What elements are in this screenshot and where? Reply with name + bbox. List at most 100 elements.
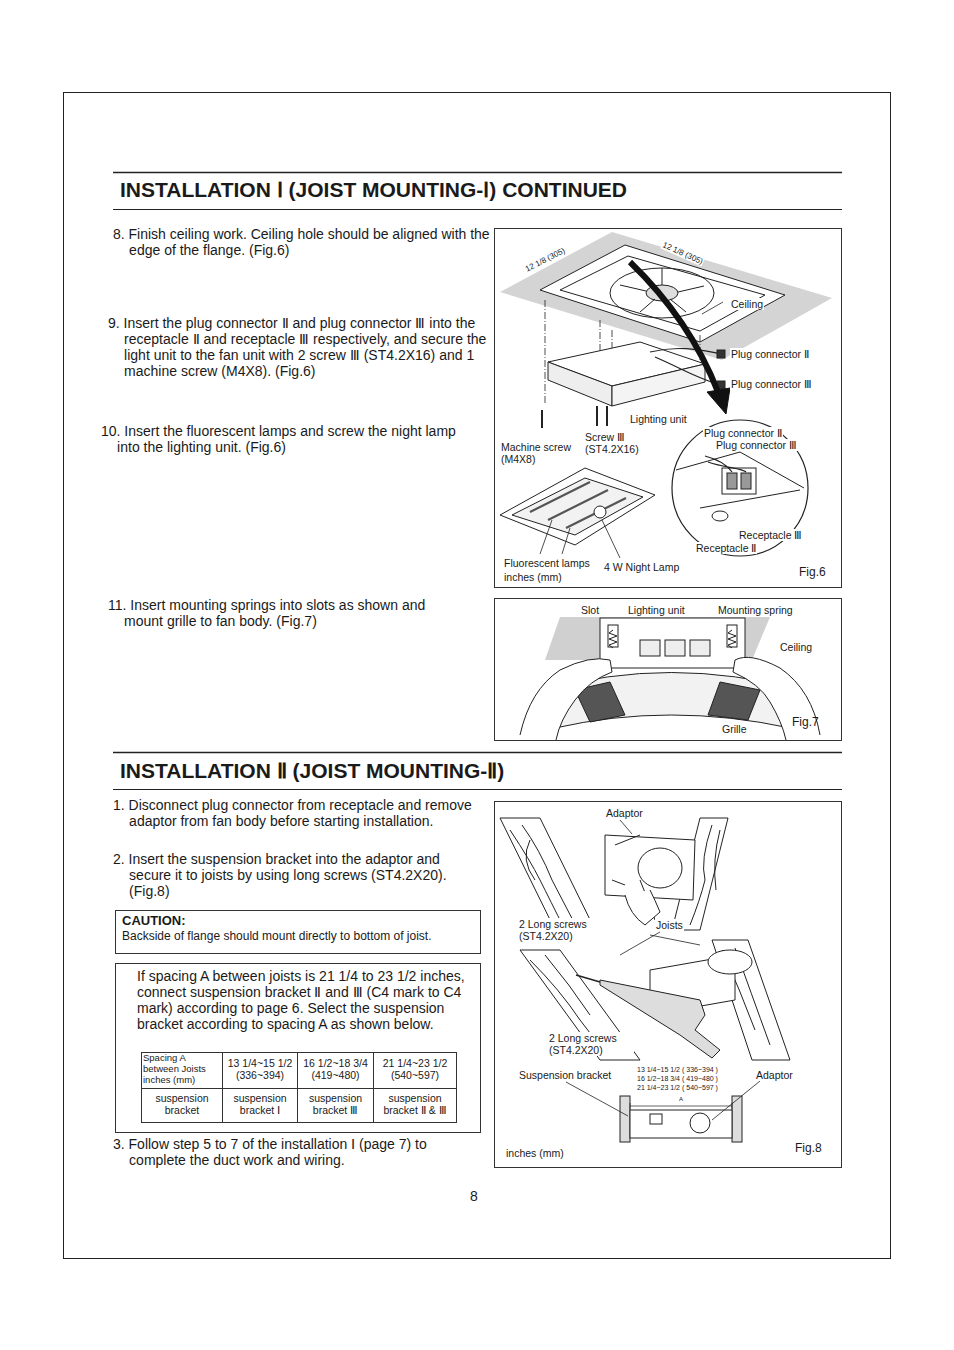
part-label: Adaptor [605, 807, 644, 819]
part-label: Fluorescent lamps [503, 557, 591, 569]
table-cell: 13 1/4~15 1/2 (336~394) [223, 1057, 297, 1081]
part-label: Adaptor [755, 1069, 794, 1081]
step-text: 10. Insert the fluorescent lamps and scr… [101, 423, 479, 455]
dimension-label: 13 1/4~15 1/2 ( 336~394 ) [636, 1066, 719, 1074]
part-label: Lighting unit [629, 413, 688, 425]
fig8-illustration-part [708, 950, 752, 974]
fig6-illustration-part [512, 478, 643, 535]
part-label: 2 Long screws (ST4.2X20) [518, 918, 604, 942]
part-label: Machine screw (M4X8) [500, 441, 582, 465]
page-frame [64, 93, 891, 1259]
note-text: Backside of flange should mount directly… [122, 930, 476, 944]
table-cell: suspension bracket Ⅱ & Ⅲ [374, 1092, 456, 1116]
fig6-illustration-part [594, 506, 606, 518]
part-label: Lighting unit [627, 604, 686, 616]
figure-panel: Fig.6 [494, 228, 842, 588]
table-cell: suspension bracket Ⅰ [223, 1092, 297, 1116]
part-label: 2 Long screws (ST4.2X20) [548, 1032, 634, 1056]
part-label: Suspension bracket [518, 1069, 612, 1081]
part-label: 4 W Night Lamp [603, 561, 680, 573]
fig7-illustration-part [665, 640, 685, 656]
caution-heading: CAUTION: [122, 914, 186, 929]
spacing-table-grid-part [142, 1053, 457, 1123]
fig6-illustration-part [741, 473, 751, 489]
fig6-illustration-part [705, 456, 746, 472]
step-text: 2. Insert the suspension bracket into th… [113, 851, 481, 899]
figure-panel: Fig.7 [494, 598, 842, 741]
spacing-table-grid-part [373, 1052, 374, 1123]
spacing-table-grid-part [297, 1052, 298, 1123]
page-number: 8 [470, 1188, 478, 1204]
unit-note: inches (mm) [505, 1147, 565, 1159]
page-frame-part [113, 752, 842, 754]
fig6-illustration-part [717, 350, 725, 358]
fig6-illustration-part [540, 520, 620, 558]
fig8-illustration-part [690, 1113, 710, 1133]
part-label: Screw Ⅲ (ST4.2X16) [584, 431, 650, 455]
fig6-illustration-part [548, 362, 612, 406]
fig6-illustration [500, 232, 832, 558]
part-label: Receptacle Ⅱ [695, 542, 757, 554]
part-label: Plug connector Ⅱ [703, 427, 783, 439]
figure-number: Fig.8 [795, 1142, 822, 1156]
part-label: Grille [721, 723, 748, 735]
page-frame-part [113, 172, 842, 174]
spacing-table-grid-part [141, 1088, 457, 1089]
fig8-illustration-part [576, 975, 600, 982]
fig8-illustration-part [630, 1110, 732, 1138]
unit-note: inches (mm) [503, 571, 563, 583]
fig8-illustration-part [620, 932, 700, 955]
step-text: 8. Finish ceiling work. Ceiling hole sho… [113, 226, 501, 258]
note-box: If spacing A between joists is 21 1/4 to… [115, 963, 481, 1133]
figure-number: Fig.6 [799, 566, 826, 580]
dimension-label: 21 1/4~23 1/2 ( 540~597 ) [636, 1084, 719, 1092]
fig8-illustration-part [510, 825, 578, 930]
fig8-illustration-part [630, 1103, 732, 1109]
fig8-illustration-part [612, 835, 640, 885]
fig6-illustration-part [722, 468, 756, 494]
note-text: If spacing A between joists is 21 1/4 to… [137, 968, 469, 1032]
figure-panel: Fig.8 [494, 801, 842, 1168]
part-label: Ceiling [730, 298, 764, 310]
fig6-illustration-part [620, 268, 704, 312]
fig6-illustration-part [676, 452, 804, 508]
part-label: Receptacle Ⅲ [738, 529, 803, 541]
fig6-illustration-part [712, 511, 728, 521]
table-cell: suspension bracket Ⅲ [298, 1092, 373, 1116]
part-label: Mounting spring [717, 604, 794, 616]
table-cell: suspension bracket [142, 1092, 222, 1116]
figure-number: Fig.7 [792, 716, 819, 730]
part-label: Ceiling [779, 641, 813, 653]
table-cell: 16 1/2~18 3/4 (419~480) [298, 1057, 373, 1081]
part-label: Joists [655, 919, 684, 931]
part-label: Slot [580, 604, 600, 616]
page-frame-part [64, 93, 891, 1259]
part-label: Plug connector Ⅲ [715, 439, 798, 451]
fig7-illustration-part [600, 618, 745, 668]
part-label: Plug connector Ⅲ [730, 378, 813, 390]
caution-box: CAUTION:Backside of flange should mount … [115, 910, 481, 954]
fig7-illustration-part [640, 640, 660, 656]
fig7-illustration [520, 617, 820, 740]
fig8-illustration-part [520, 950, 640, 1060]
spacing-table-grid-part [222, 1052, 223, 1123]
page-frame-part [113, 789, 842, 790]
dimension-label: A [678, 1096, 684, 1103]
fig6-illustration-part [707, 388, 730, 414]
fig6-illustration-part [542, 406, 607, 428]
page-heading: INSTALLATION Ⅰ (JOIST MOUNTING-Ⅰ) CONTIN… [120, 178, 627, 202]
fig6-illustration-part [630, 262, 718, 392]
fig6-illustration-part [672, 420, 808, 556]
fig7-illustration-part [520, 659, 612, 740]
fig6-illustration-part [500, 468, 655, 545]
fig6-illustration-part [702, 302, 723, 314]
fig8-illustration-part [620, 1096, 630, 1142]
fig7-illustration-part [575, 682, 760, 722]
fig6-illustration-part [530, 482, 626, 528]
fig8-illustration-part [650, 1114, 662, 1124]
step-text: 9. Insert the plug connector Ⅱ and plug … [108, 315, 509, 379]
fig8-illustration-part [638, 848, 682, 888]
part-label: Plug connector Ⅱ [730, 348, 810, 360]
step-text: 1. Disconnect plug connector from recept… [113, 797, 481, 829]
